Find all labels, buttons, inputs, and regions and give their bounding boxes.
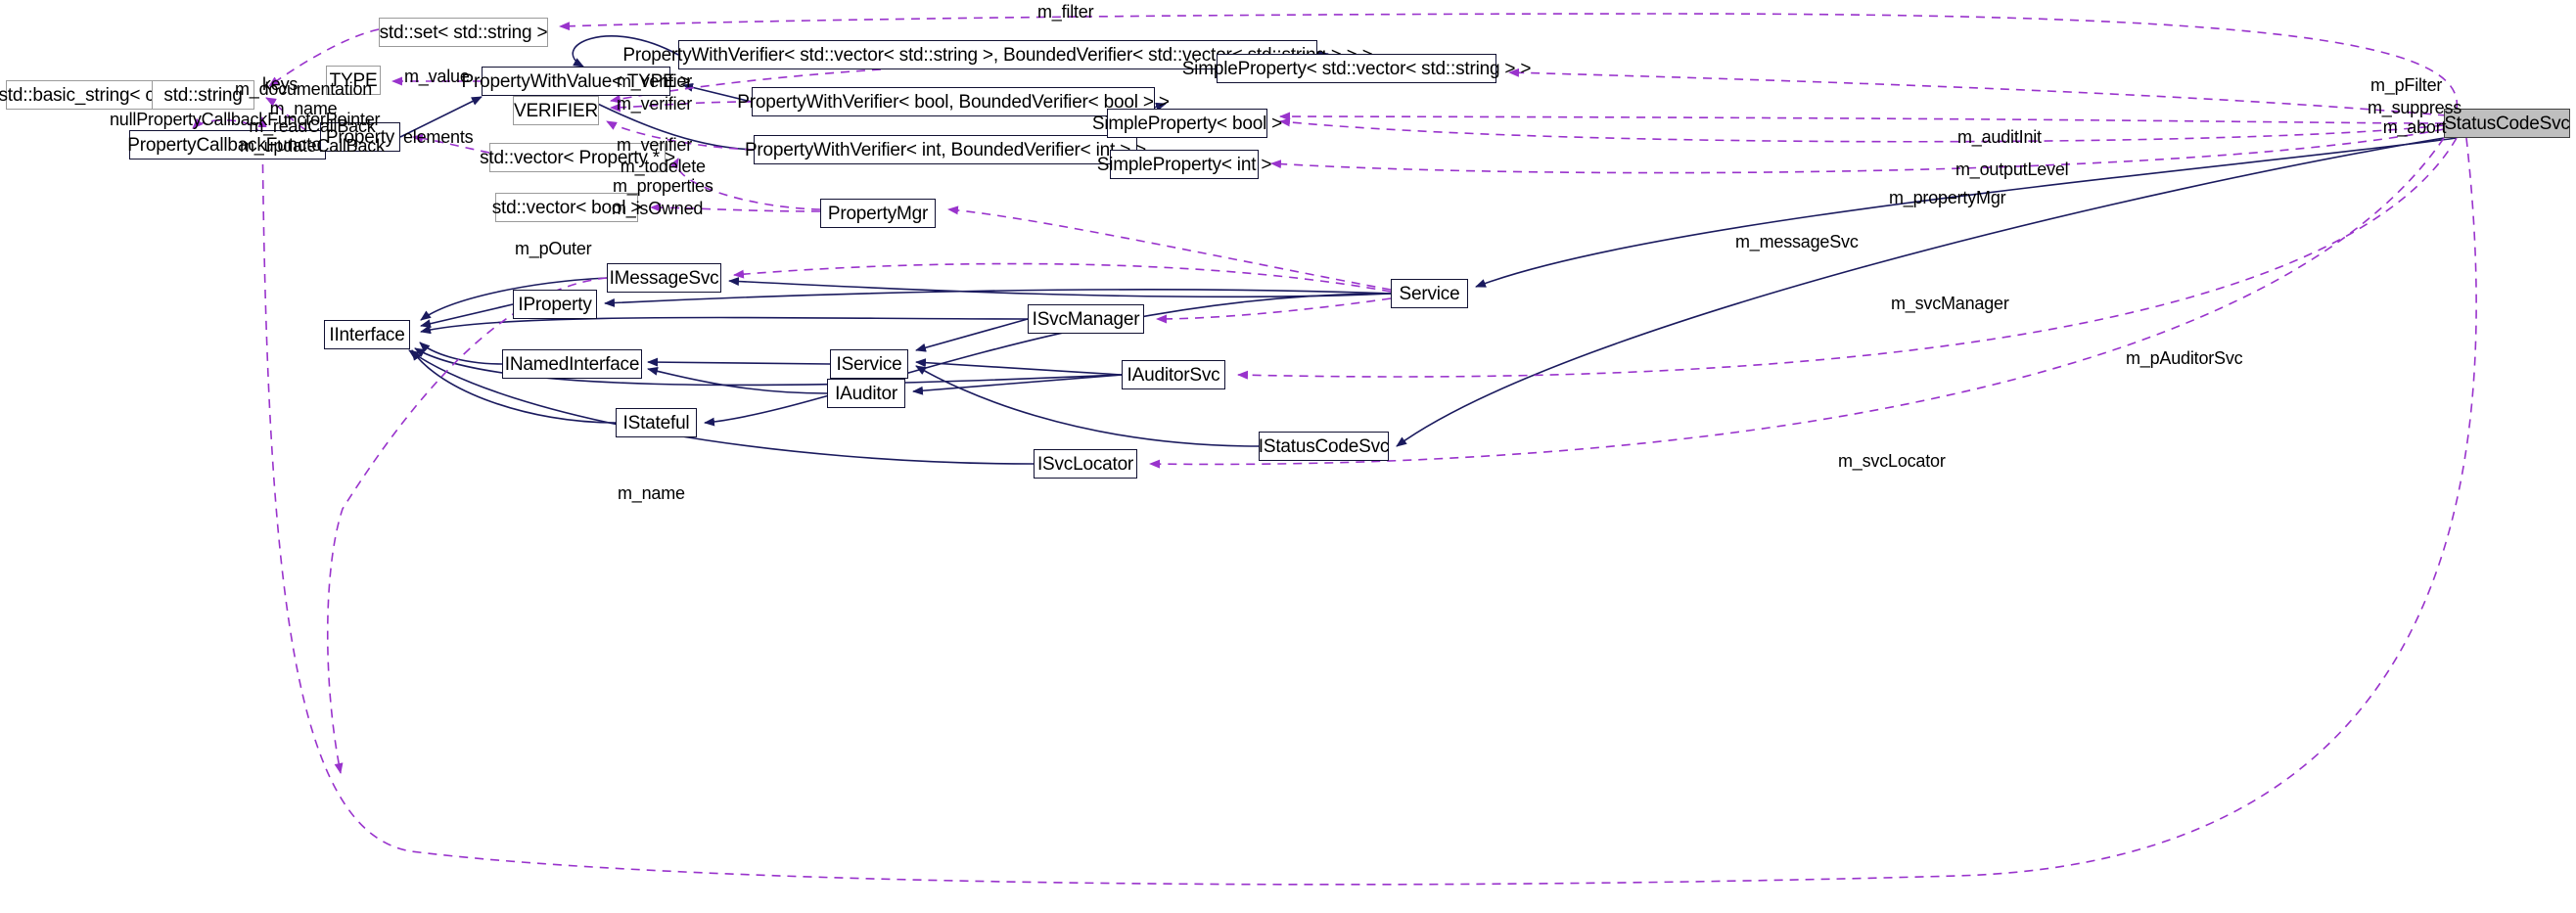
node-verifier[interactable]: VERIFIER <box>513 96 599 125</box>
node-label: IStateful <box>622 412 690 434</box>
node-istatuscodesvc[interactable]: IStatusCodeSvc <box>1259 432 1389 461</box>
node-std-string[interactable]: std::string <box>152 80 254 110</box>
edge-label-m-readcallback-m-updatecallback: m_readCallBack m_updateCallBack <box>240 116 385 157</box>
edge-label-elements: elements <box>403 127 474 147</box>
node-label: IAuditorSvc <box>1127 364 1220 386</box>
node-iproperty[interactable]: IProperty <box>513 290 597 319</box>
node-label: std::set< std::string > <box>379 22 548 43</box>
node-label: ISvcLocator <box>1036 453 1134 475</box>
node-vector-bool[interactable]: std::vector< bool > <box>492 193 641 222</box>
node-label: PropertyWithVerifier< bool, BoundedVerif… <box>737 91 1170 113</box>
node-label: IMessageSvc <box>609 267 719 289</box>
node-isvclocator[interactable]: ISvcLocator <box>1034 449 1137 479</box>
edge-label-m-verifier-3: m_verifier <box>617 135 693 155</box>
node-label: VERIFIER <box>513 100 599 121</box>
edge-label-m-pfilter: m_pFilter <box>2370 75 2443 95</box>
node-statuscodesvc-current[interactable]: StatusCodeSvc <box>2444 109 2570 138</box>
edge-label-m-filter: m_filter <box>1037 2 1094 22</box>
node-label: IProperty <box>518 294 592 315</box>
usage-edges <box>192 13 2477 886</box>
node-simple-property-int[interactable]: SimpleProperty< int > <box>1097 150 1271 179</box>
node-istateful[interactable]: IStateful <box>616 408 697 437</box>
node-iauditor[interactable]: IAuditor <box>827 379 905 408</box>
node-label: IAuditor <box>835 383 897 404</box>
edge-label-m-svclocator: m_svcLocator <box>1838 451 1946 471</box>
node-label: TYPE <box>329 69 378 91</box>
node-label: std::string <box>163 84 243 106</box>
node-std-set-string[interactable]: std::set< std::string > <box>379 18 548 47</box>
node-pwv-int[interactable]: PropertyWithVerifier< int, BoundedVerifi… <box>745 135 1146 164</box>
edge-label-m-suppress-m-abort: m_suppress m_abort <box>2368 98 2462 138</box>
node-label: IStatusCodeSvc <box>1258 435 1390 457</box>
node-iauditorsvc[interactable]: IAuditorSvc <box>1122 360 1225 389</box>
node-property[interactable]: Property <box>320 122 400 152</box>
inheritance-edges <box>152 35 2458 465</box>
edge-label-m-pauditorsvc: m_pAuditorSvc <box>2126 348 2243 368</box>
node-isvcmanager[interactable]: ISvcManager <box>1028 304 1144 334</box>
edge-label-m-pouter: m_pOuter <box>515 239 592 258</box>
node-imessagesvc[interactable]: IMessageSvc <box>607 263 721 293</box>
node-label: SimpleProperty< std::vector< std::string… <box>1181 58 1532 79</box>
edge-label-m-documentation-m-name: m_documentation m_name <box>235 79 373 119</box>
edge-label-m-isowned: m_isOwned <box>612 199 704 218</box>
node-inamedinterface[interactable]: INamedInterface <box>502 349 642 379</box>
edge-label-m-name-bottom: m_name <box>618 483 685 503</box>
node-pwv-vector-string[interactable]: PropertyWithVerifier< std::vector< std::… <box>622 40 1373 69</box>
node-label: std::basic_string< char > <box>0 84 197 106</box>
node-property-mgr[interactable]: PropertyMgr <box>820 199 936 228</box>
node-simple-property-bool[interactable]: SimpleProperty< bool > <box>1092 109 1282 138</box>
edge-label-m-propertymgr: m_propertyMgr <box>1889 188 2006 207</box>
edge-label-nullpropertycallbackfunctorpointer: nullPropertyCallbackFunctorPointer <box>110 110 381 129</box>
edge-label-m-value: m_value <box>404 67 470 86</box>
node-label: PropertyMgr <box>827 203 929 224</box>
edge-label-m-verifier-2: m_verifier <box>617 94 693 114</box>
node-iinterface[interactable]: IInterface <box>324 320 410 349</box>
node-label: SimpleProperty< int > <box>1096 154 1272 175</box>
edge-label-m-todelete-m-properties: m_todelete m_properties <box>613 157 713 197</box>
node-service[interactable]: Service <box>1391 279 1468 308</box>
node-label: Property <box>325 126 395 148</box>
node-label: PropertyWithVerifier< std::vector< std::… <box>622 44 1373 66</box>
node-property-callback-functor[interactable]: PropertyCallbackFunctor <box>127 130 328 160</box>
node-iservice[interactable]: IService <box>830 349 908 379</box>
node-label: PropertyWithValue< TYPE > <box>461 70 691 92</box>
edge-label-m-auditinit: m_auditInit <box>1957 127 2042 147</box>
node-simple-property-vector-string[interactable]: SimpleProperty< std::vector< std::string… <box>1182 54 1531 83</box>
node-pwv-bool[interactable]: PropertyWithVerifier< bool, BoundedVerif… <box>737 87 1170 116</box>
node-label: IInterface <box>329 324 405 345</box>
edge-label-m-outputlevel: m_outputLevel <box>1955 160 2069 179</box>
node-type[interactable]: TYPE <box>326 66 381 95</box>
node-label: INamedInterface <box>504 353 640 375</box>
node-label: ISvcManager <box>1032 308 1140 330</box>
node-property-with-value[interactable]: PropertyWithValue< TYPE > <box>461 67 691 96</box>
node-vector-property-ptr[interactable]: std::vector< Property * > <box>480 143 675 172</box>
node-label: std::vector< bool > <box>491 197 642 218</box>
edge-label-m-verifier-1: m_verifier <box>617 71 693 91</box>
edge-label-m-messagesvc: m_messageSvc <box>1735 232 1859 251</box>
node-label: PropertyWithVerifier< int, BoundedVerifi… <box>744 139 1147 160</box>
edge-label-keys: keys <box>262 74 299 94</box>
node-label: std::vector< Property * > <box>480 147 675 168</box>
edge-label-m-svcmanager: m_svcManager <box>1891 294 2009 313</box>
node-label: Service <box>1399 283 1460 304</box>
node-label: StatusCodeSvc <box>2444 113 2570 134</box>
node-label: IService <box>836 353 902 375</box>
node-label: PropertyCallbackFunctor <box>127 134 328 156</box>
node-label: SimpleProperty< bool > <box>1091 113 1283 134</box>
